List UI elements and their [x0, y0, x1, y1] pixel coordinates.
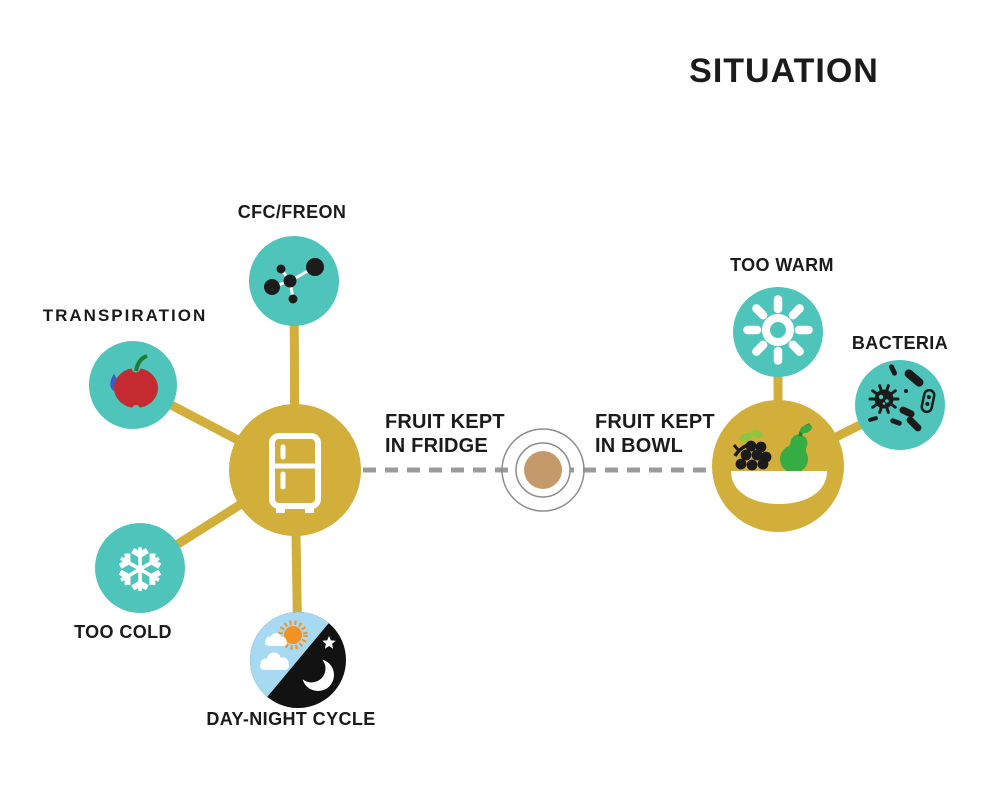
- label-fruit-kept-in-fridge: FRUIT KEPT IN FRIDGE: [385, 410, 505, 458]
- cloud-icons: [260, 633, 289, 670]
- label-cfc-freon: CFC/FREON: [237, 202, 347, 222]
- label-day-night-cycle: DAY-NIGHT CYCLE: [206, 709, 376, 729]
- page-title: SITUATION: [689, 52, 879, 90]
- label-fruit-kept-in-bowl: FRUIT KEPT IN BOWL: [595, 410, 715, 458]
- sun-small-icon: [278, 620, 308, 650]
- node-bacteria: [855, 360, 945, 450]
- pear: [780, 423, 813, 473]
- molecule-icon: [264, 258, 324, 304]
- center-target-marker: [501, 428, 585, 512]
- label-too-warm: TOO WARM: [730, 255, 834, 275]
- moon-icon: [297, 654, 334, 691]
- label-too-cold: TOO COLD: [74, 622, 172, 642]
- hub-fruit-in-bowl: [712, 400, 844, 532]
- fridge-label-line2: IN FRIDGE: [385, 435, 488, 457]
- fridge-label-line1: FRUIT KEPT: [385, 411, 505, 433]
- fruit-bowl-icon: [731, 423, 827, 504]
- node-too-cold: ❆: [95, 523, 185, 613]
- snowflake-icon: ❆: [115, 536, 165, 606]
- grapes: [735, 440, 772, 471]
- apple-droplet-icon: [110, 354, 158, 413]
- node-transpiration: [89, 341, 177, 429]
- hub-fruit-in-fridge: [229, 404, 361, 536]
- label-transpiration: TRANSPIRATION: [42, 306, 208, 325]
- bacteria-icon: [868, 364, 936, 432]
- node-too-warm: [733, 287, 823, 377]
- star-icon: [322, 636, 336, 649]
- node-cfc-freon: [249, 236, 339, 326]
- bowl-label-line1: FRUIT KEPT: [595, 411, 715, 433]
- bowl: [731, 471, 827, 504]
- sun-icon: [743, 295, 813, 365]
- fridge-icon: [269, 433, 321, 513]
- label-bacteria: BACTERIA: [851, 333, 949, 353]
- bowl-label-line2: IN BOWL: [595, 435, 684, 457]
